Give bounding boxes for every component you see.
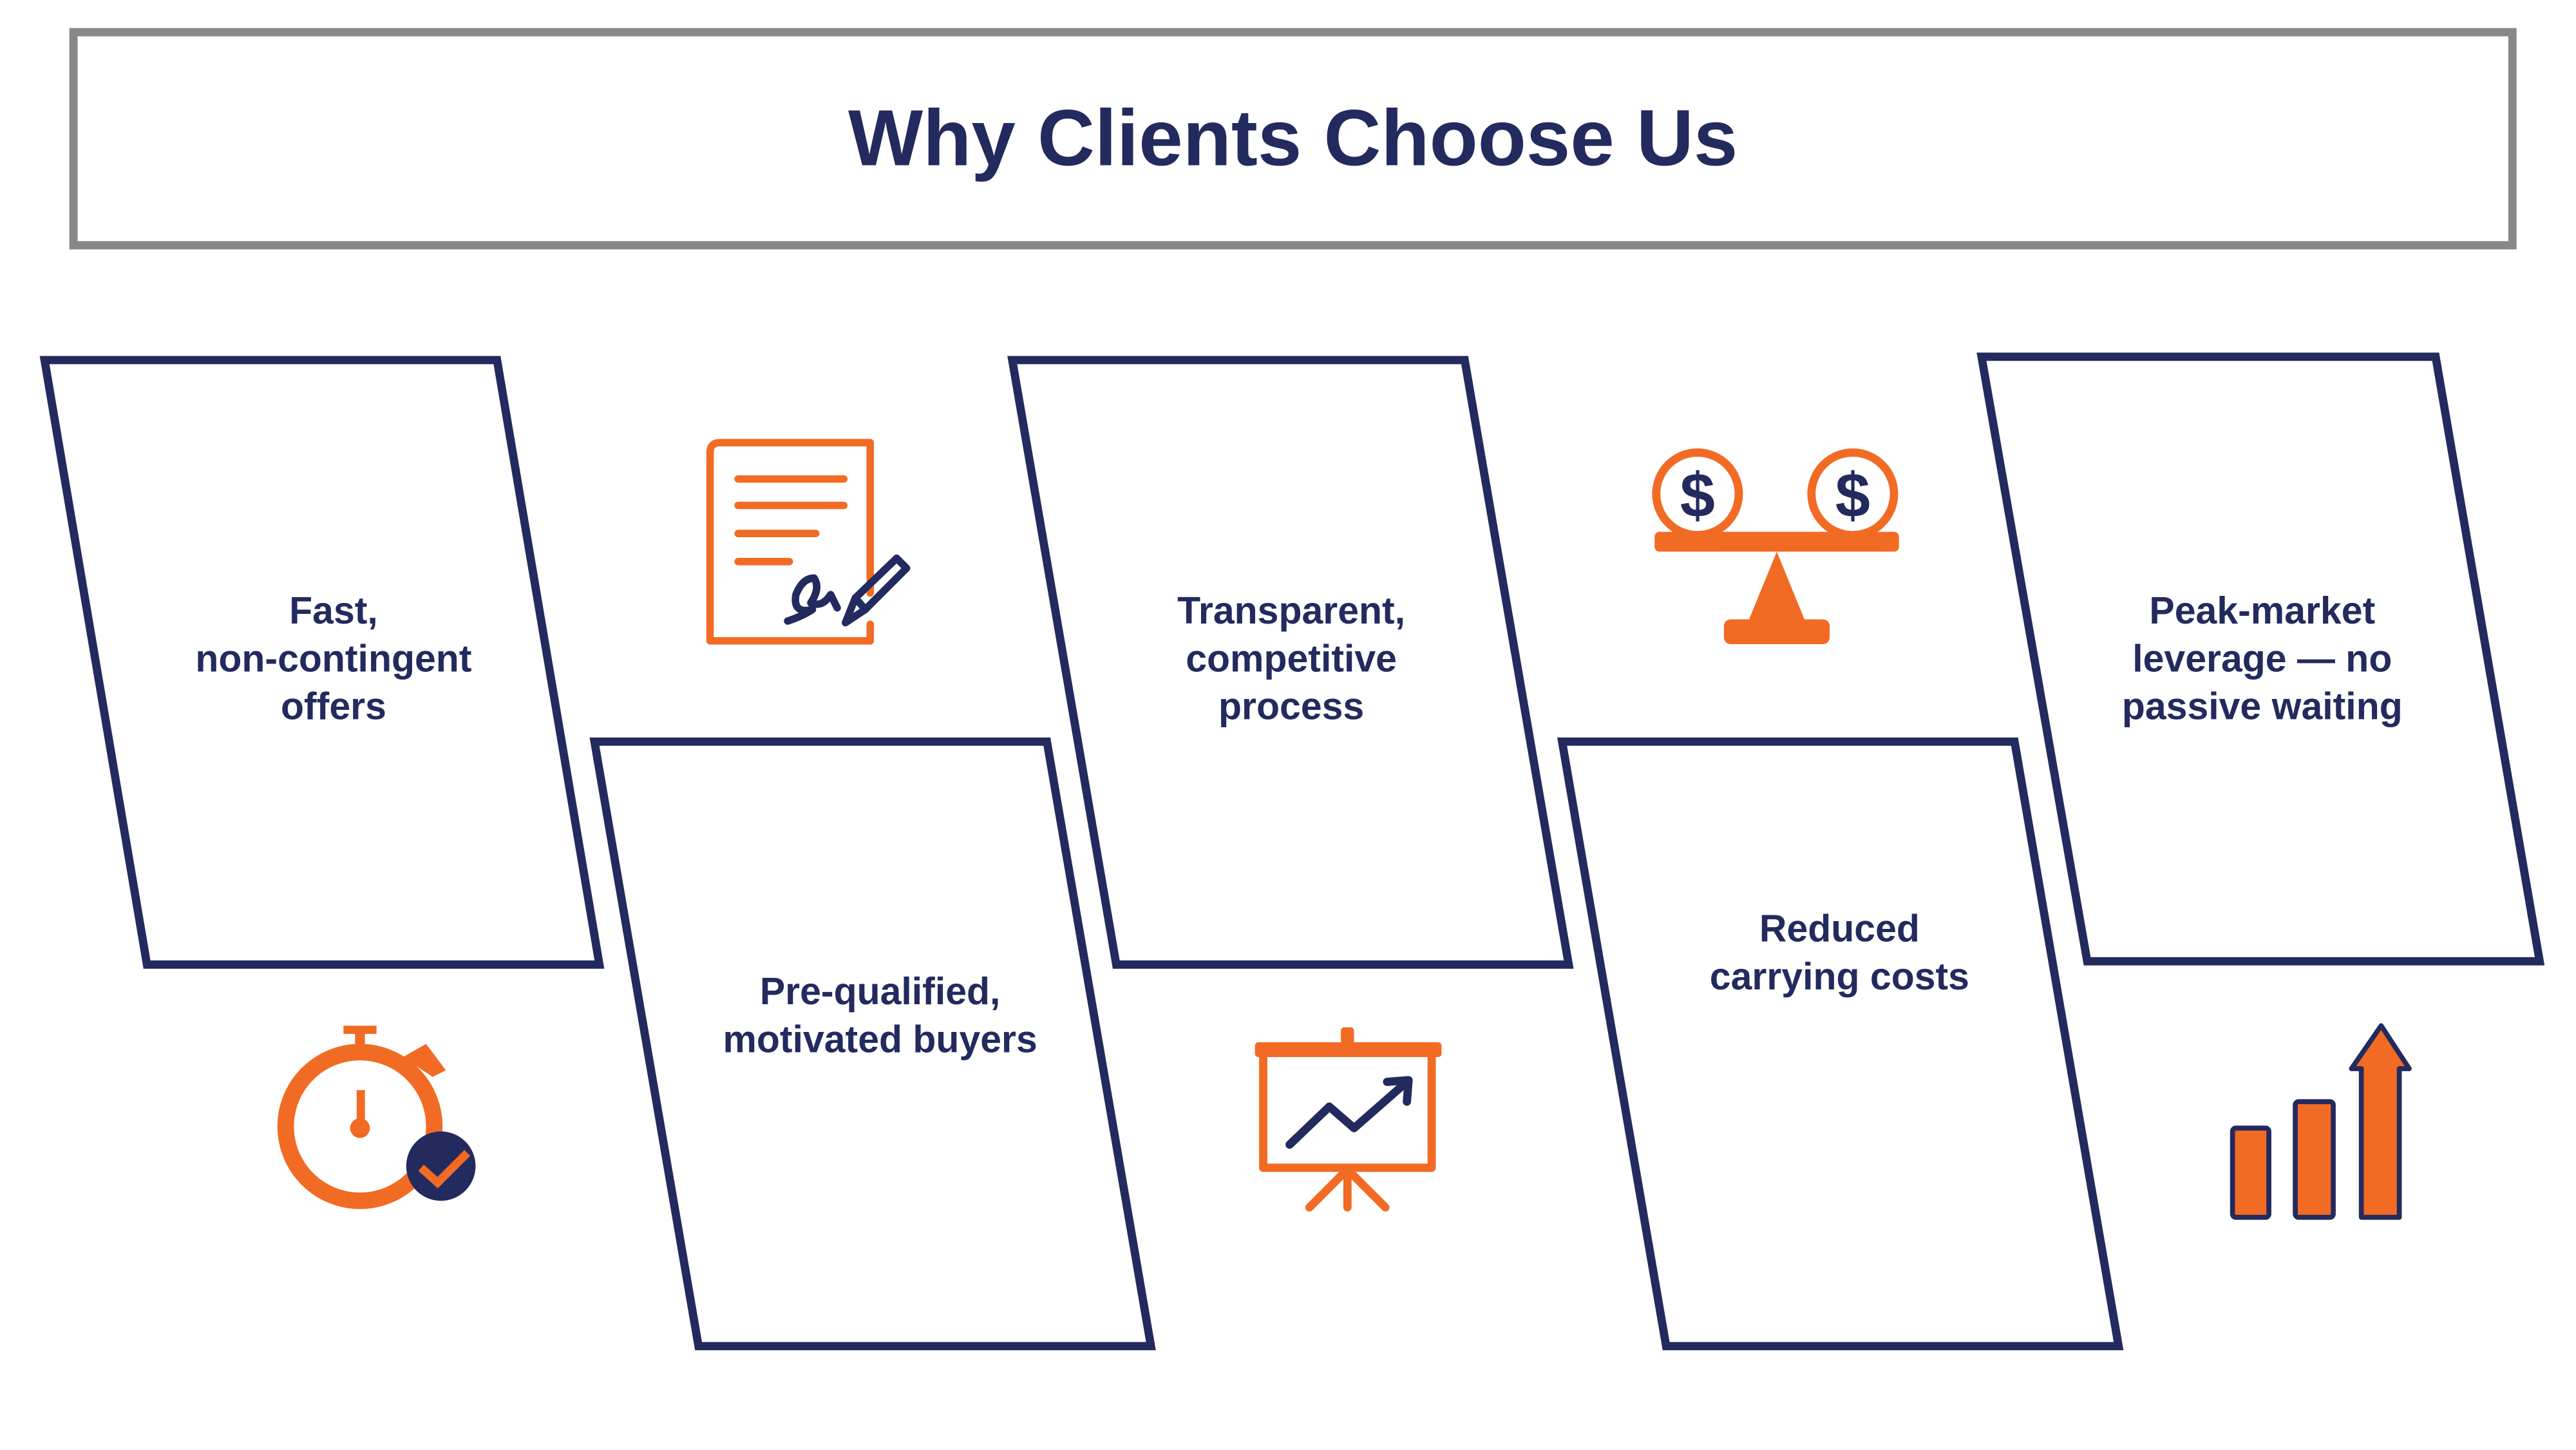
card-1-shape (39, 356, 605, 969)
card-5-label: Peak-market leverage — no passive waitin… (2121, 589, 2403, 728)
card-3-shape (1007, 356, 1574, 969)
card-5-shape (1976, 352, 2545, 966)
card-3-label: Transparent, competitive process (1177, 589, 1406, 728)
presentation-chart-icon (1255, 1027, 1442, 1212)
page-title: Why Clients Choose Us (848, 95, 1738, 183)
svg-text:$: $ (1835, 461, 1870, 531)
card-2-label: Pre-qualified, motivated buyers (723, 969, 1037, 1061)
card-4-label: Reduced carrying costs (1709, 906, 1970, 998)
stopwatch-check-icon (277, 1025, 476, 1209)
card-4-shape (1557, 737, 2124, 1351)
growth-bar-chart-icon (2230, 1023, 2412, 1220)
title-box: Why Clients Choose Us (69, 28, 2517, 250)
svg-text:$: $ (1680, 461, 1715, 531)
signed-document-icon (706, 439, 911, 645)
card-1-label: Fast, non-contingent offers (195, 589, 472, 728)
card-2-shape (589, 737, 1156, 1351)
balance-scale-dollar-icon: $ $ (1652, 448, 1899, 644)
